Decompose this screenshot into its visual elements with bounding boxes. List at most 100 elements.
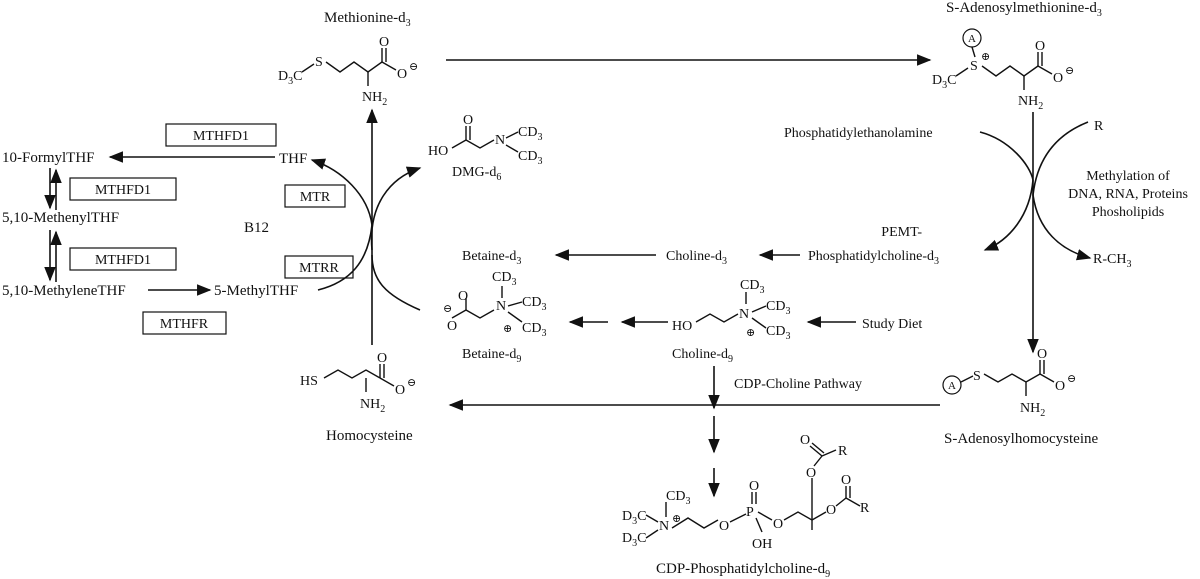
methionine-nh2: NH2 — [362, 90, 387, 108]
methyl-thf-curve — [317, 224, 373, 291]
sam-structure: S-Adenosylmethionine-d3 A S ⊕ D3C NH2 O … — [932, 0, 1102, 112]
cdp-cd3-top: CD3 — [666, 489, 690, 507]
sam-o-top: O — [1035, 39, 1045, 54]
mthfd1-box-mid — [69, 177, 177, 201]
choline-cd3-right: CD3 — [766, 299, 790, 317]
betaine-plus-charge: ⊕ — [503, 323, 512, 335]
sam-d3c: D3C — [932, 73, 956, 91]
betaine-chain — [465, 309, 495, 319]
from-betaine-curve — [371, 254, 421, 311]
methionine-chain — [325, 61, 383, 73]
cdp-o-2: O — [773, 517, 783, 532]
mthfd1-label-mid: MTHFD1 — [95, 183, 151, 198]
choline-ho: HO — [672, 319, 692, 334]
sam-chain — [981, 65, 1039, 77]
homocysteine-minus-charge: ⊖ — [407, 377, 416, 389]
methionine-sulfur: S — [315, 55, 323, 70]
cdp-choline-chain — [671, 517, 719, 529]
mthfd1-label-top: MTHFD1 — [193, 129, 249, 144]
cdp-plus-charge: ⊕ — [672, 513, 681, 525]
choline-d3-label: Choline-d3 — [666, 249, 727, 267]
cdp-po-glycerol — [757, 511, 773, 521]
sam-adenosyl-a: A — [968, 33, 976, 45]
cdp-glycerol-1 — [783, 511, 813, 530]
study-diet-label: Study Diet — [862, 317, 922, 332]
cdp-n: N — [659, 519, 669, 534]
dmg-o: O — [463, 113, 473, 128]
choline-down-bond — [751, 317, 767, 329]
cdp-p: P — [746, 505, 754, 520]
betaine-cd3-right: CD3 — [522, 295, 546, 313]
pemt-label: PEMT- — [881, 225, 922, 240]
cdp-o-ester-1: O — [806, 466, 816, 481]
dmg-n: N — [495, 133, 505, 148]
methylene-thf-label: 5,10-MethyleneTHF — [2, 283, 126, 299]
dmg-bond-1 — [451, 139, 467, 149]
choline-d9-label: Choline-d9 — [672, 347, 733, 365]
sah-structure: A S NH2 O O ⊖ S-Adenosylhomocysteine — [942, 347, 1098, 447]
betaine-cd3-top: CD3 — [492, 270, 516, 288]
choline-d3-branch: Choline-d3 Betaine-d3 — [462, 249, 800, 267]
mthfd1-box-top — [165, 123, 277, 147]
r-into-curve — [1032, 121, 1089, 196]
cdp-pc-structure: D3C D3C N ⊕ CD3 O P O OH O O O R O O — [622, 433, 870, 579]
sam-oo-bond — [1037, 65, 1053, 75]
cdp-p-oh-bond — [755, 517, 763, 533]
methionine-oo-bond — [381, 61, 397, 71]
methionine-o-minus: O — [397, 67, 407, 82]
sah-adenosyl-circle — [942, 375, 962, 395]
methionine-d3c: D3C — [278, 69, 302, 87]
folate-cycle: 10-FormylTHF 5,10-MethenylTHF 5,10-Methy… — [2, 108, 422, 345]
dmg-chain — [465, 139, 495, 149]
pe-label: Phosphatidylethanolamine — [784, 126, 933, 141]
methylation-line-1: Methylation of — [1086, 169, 1170, 184]
cdp-d3c-top: D3C — [622, 509, 646, 527]
mthfd1-box-low — [69, 247, 177, 271]
betaine-minus-charge: ⊖ — [443, 303, 452, 315]
homocysteine-label: Homocysteine — [326, 428, 413, 444]
thf-label: THF — [279, 151, 307, 167]
cdp-o-1: O — [719, 519, 729, 534]
cdp-o-ester-2: O — [826, 503, 836, 518]
dmg-ho: HO — [428, 144, 448, 159]
sam-a-s-bond — [971, 46, 976, 58]
cdp-n-bond-a — [645, 514, 659, 523]
dmg-cd3-bond-1 — [505, 131, 519, 139]
choline-cd3-top: CD3 — [740, 278, 764, 296]
cdp-ester2-r-bond — [845, 497, 861, 507]
choline-right-bond — [751, 305, 767, 313]
methionine-label: Methionine-d3 — [324, 10, 411, 29]
mthfr-label: MTHFR — [160, 317, 209, 332]
choline-d9-structure: HO N ⊕ CD3 CD3 CD3 Choline-d9 — [672, 278, 790, 365]
homocysteine-oo-bond — [379, 377, 395, 387]
cdp-op-bond — [729, 513, 747, 523]
to-rch3-curve — [1032, 194, 1092, 261]
cdp-d3c-bottom: D3C — [622, 531, 646, 549]
sah-chain — [983, 373, 1041, 383]
homocysteine-hs: HS — [300, 374, 318, 389]
betaine-cd3-bottom: CD3 — [522, 321, 546, 339]
mtrr-box — [284, 255, 354, 279]
sah-a-s-bond — [960, 375, 974, 383]
mthfd1-label-low: MTHFD1 — [95, 253, 151, 268]
choline-cd3-bottom: CD3 — [766, 324, 790, 342]
methionine-minus-charge: ⊖ — [409, 61, 418, 73]
cdp-ester1-bond — [813, 455, 823, 467]
dmg-structure: HO O N CD3 CD3 DMG-d6 — [428, 113, 542, 183]
betaine-o-bottom: O — [447, 319, 457, 334]
dmg-cd3-bond-2 — [505, 144, 519, 153]
sah-sulfur: S — [973, 369, 981, 384]
b12-label: B12 — [244, 220, 269, 236]
sam-nh2: NH2 — [1018, 94, 1043, 112]
betaine-n: N — [496, 299, 506, 314]
sah-nh2: NH2 — [1020, 401, 1045, 419]
mtr-label: MTR — [300, 190, 331, 205]
methylation-line-3: Phosholipids — [1092, 205, 1164, 220]
sah-minus-charge: ⊖ — [1067, 373, 1076, 385]
homocysteine-chain — [323, 369, 381, 379]
betaine-bond-a — [451, 309, 467, 319]
to-dmg-curve — [370, 166, 422, 251]
sam-minus-charge: ⊖ — [1065, 65, 1074, 77]
sah-o-minus: O — [1055, 379, 1065, 394]
cdp-ester2-r: R — [860, 501, 870, 516]
